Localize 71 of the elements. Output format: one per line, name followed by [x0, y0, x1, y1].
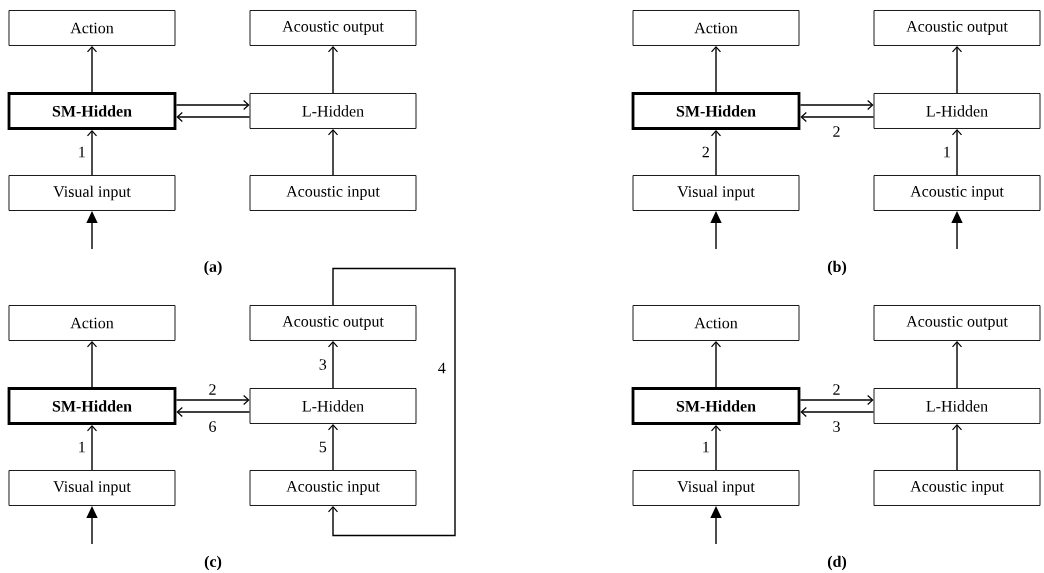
arrow: [175, 99, 250, 111]
edge-label: 4: [436, 361, 447, 375]
edge-label: 3: [317, 358, 328, 371]
output-box: Acoustic output: [873, 305, 1041, 341]
arrow: [327, 45, 339, 94]
arrow: [175, 394, 250, 406]
panel-label: (b): [827, 260, 847, 276]
edge-label: 2: [831, 383, 842, 396]
edge-label: 2: [207, 383, 218, 396]
output-box: Acoustic output: [873, 10, 1041, 46]
edge-label: 1: [76, 440, 87, 454]
output-box: Acoustic output: [249, 305, 417, 341]
input-arrow: [86, 506, 98, 545]
output-box: Action: [632, 10, 800, 46]
arrow: [710, 424, 722, 471]
arrow: [86, 45, 98, 93]
arrow: [799, 99, 874, 111]
arrow: [951, 128, 963, 176]
input-box: Visual input: [632, 175, 800, 211]
hidden-layer-box: SM-Hidden: [7, 92, 177, 130]
input-box: Acoustic input: [249, 175, 417, 211]
edge-label: 6: [207, 420, 218, 433]
panel-label: (d): [827, 555, 847, 571]
arrow: [951, 45, 963, 94]
edge-label: 1: [700, 440, 711, 454]
output-box: Action: [632, 305, 800, 341]
input-box: Visual input: [8, 175, 176, 211]
feedback-arrow: [327, 267, 456, 537]
arrow: [710, 129, 722, 176]
input-box: Acoustic input: [249, 470, 417, 506]
edge-label: 2: [700, 145, 711, 159]
arrow: [799, 394, 874, 406]
hidden-layer-box: L-Hidden: [249, 388, 417, 424]
hidden-layer-box: SM-Hidden: [631, 92, 801, 130]
input-arrow: [710, 211, 722, 250]
edge-label: 1: [76, 145, 87, 159]
arrow: [86, 424, 98, 471]
arrow: [327, 423, 339, 471]
arrow: [800, 111, 875, 123]
edge-label: 2: [831, 125, 842, 138]
edge-label: 5: [317, 440, 328, 454]
output-box: Action: [8, 305, 176, 341]
arrow: [86, 340, 98, 388]
arrow: [800, 406, 875, 418]
arrow: [86, 129, 98, 176]
input-box: Visual input: [8, 470, 176, 506]
panel-label: (c): [204, 555, 222, 571]
input-arrow: [86, 211, 98, 250]
output-box: Acoustic output: [249, 10, 417, 46]
arrow: [710, 45, 722, 93]
arrow: [176, 111, 251, 123]
hidden-layer-box: L-Hidden: [249, 93, 417, 129]
arrow: [951, 340, 963, 389]
edge-label: 3: [831, 420, 842, 433]
hidden-layer-box: L-Hidden: [873, 93, 1041, 129]
panel-label: (a): [204, 260, 222, 276]
arrow: [327, 340, 339, 389]
arrow: [327, 128, 339, 176]
input-arrow: [710, 506, 722, 545]
hidden-layer-box: SM-Hidden: [7, 387, 177, 425]
arrow: [176, 406, 251, 418]
input-arrow: [951, 211, 963, 250]
input-box: Visual input: [632, 470, 800, 506]
input-box: Acoustic input: [873, 470, 1041, 506]
output-box: Action: [8, 10, 176, 46]
hidden-layer-box: SM-Hidden: [631, 387, 801, 425]
input-box: Acoustic input: [873, 175, 1041, 211]
arrow: [710, 340, 722, 388]
arrow: [951, 423, 963, 471]
edge-label: 1: [941, 145, 952, 159]
hidden-layer-box: L-Hidden: [873, 388, 1041, 424]
